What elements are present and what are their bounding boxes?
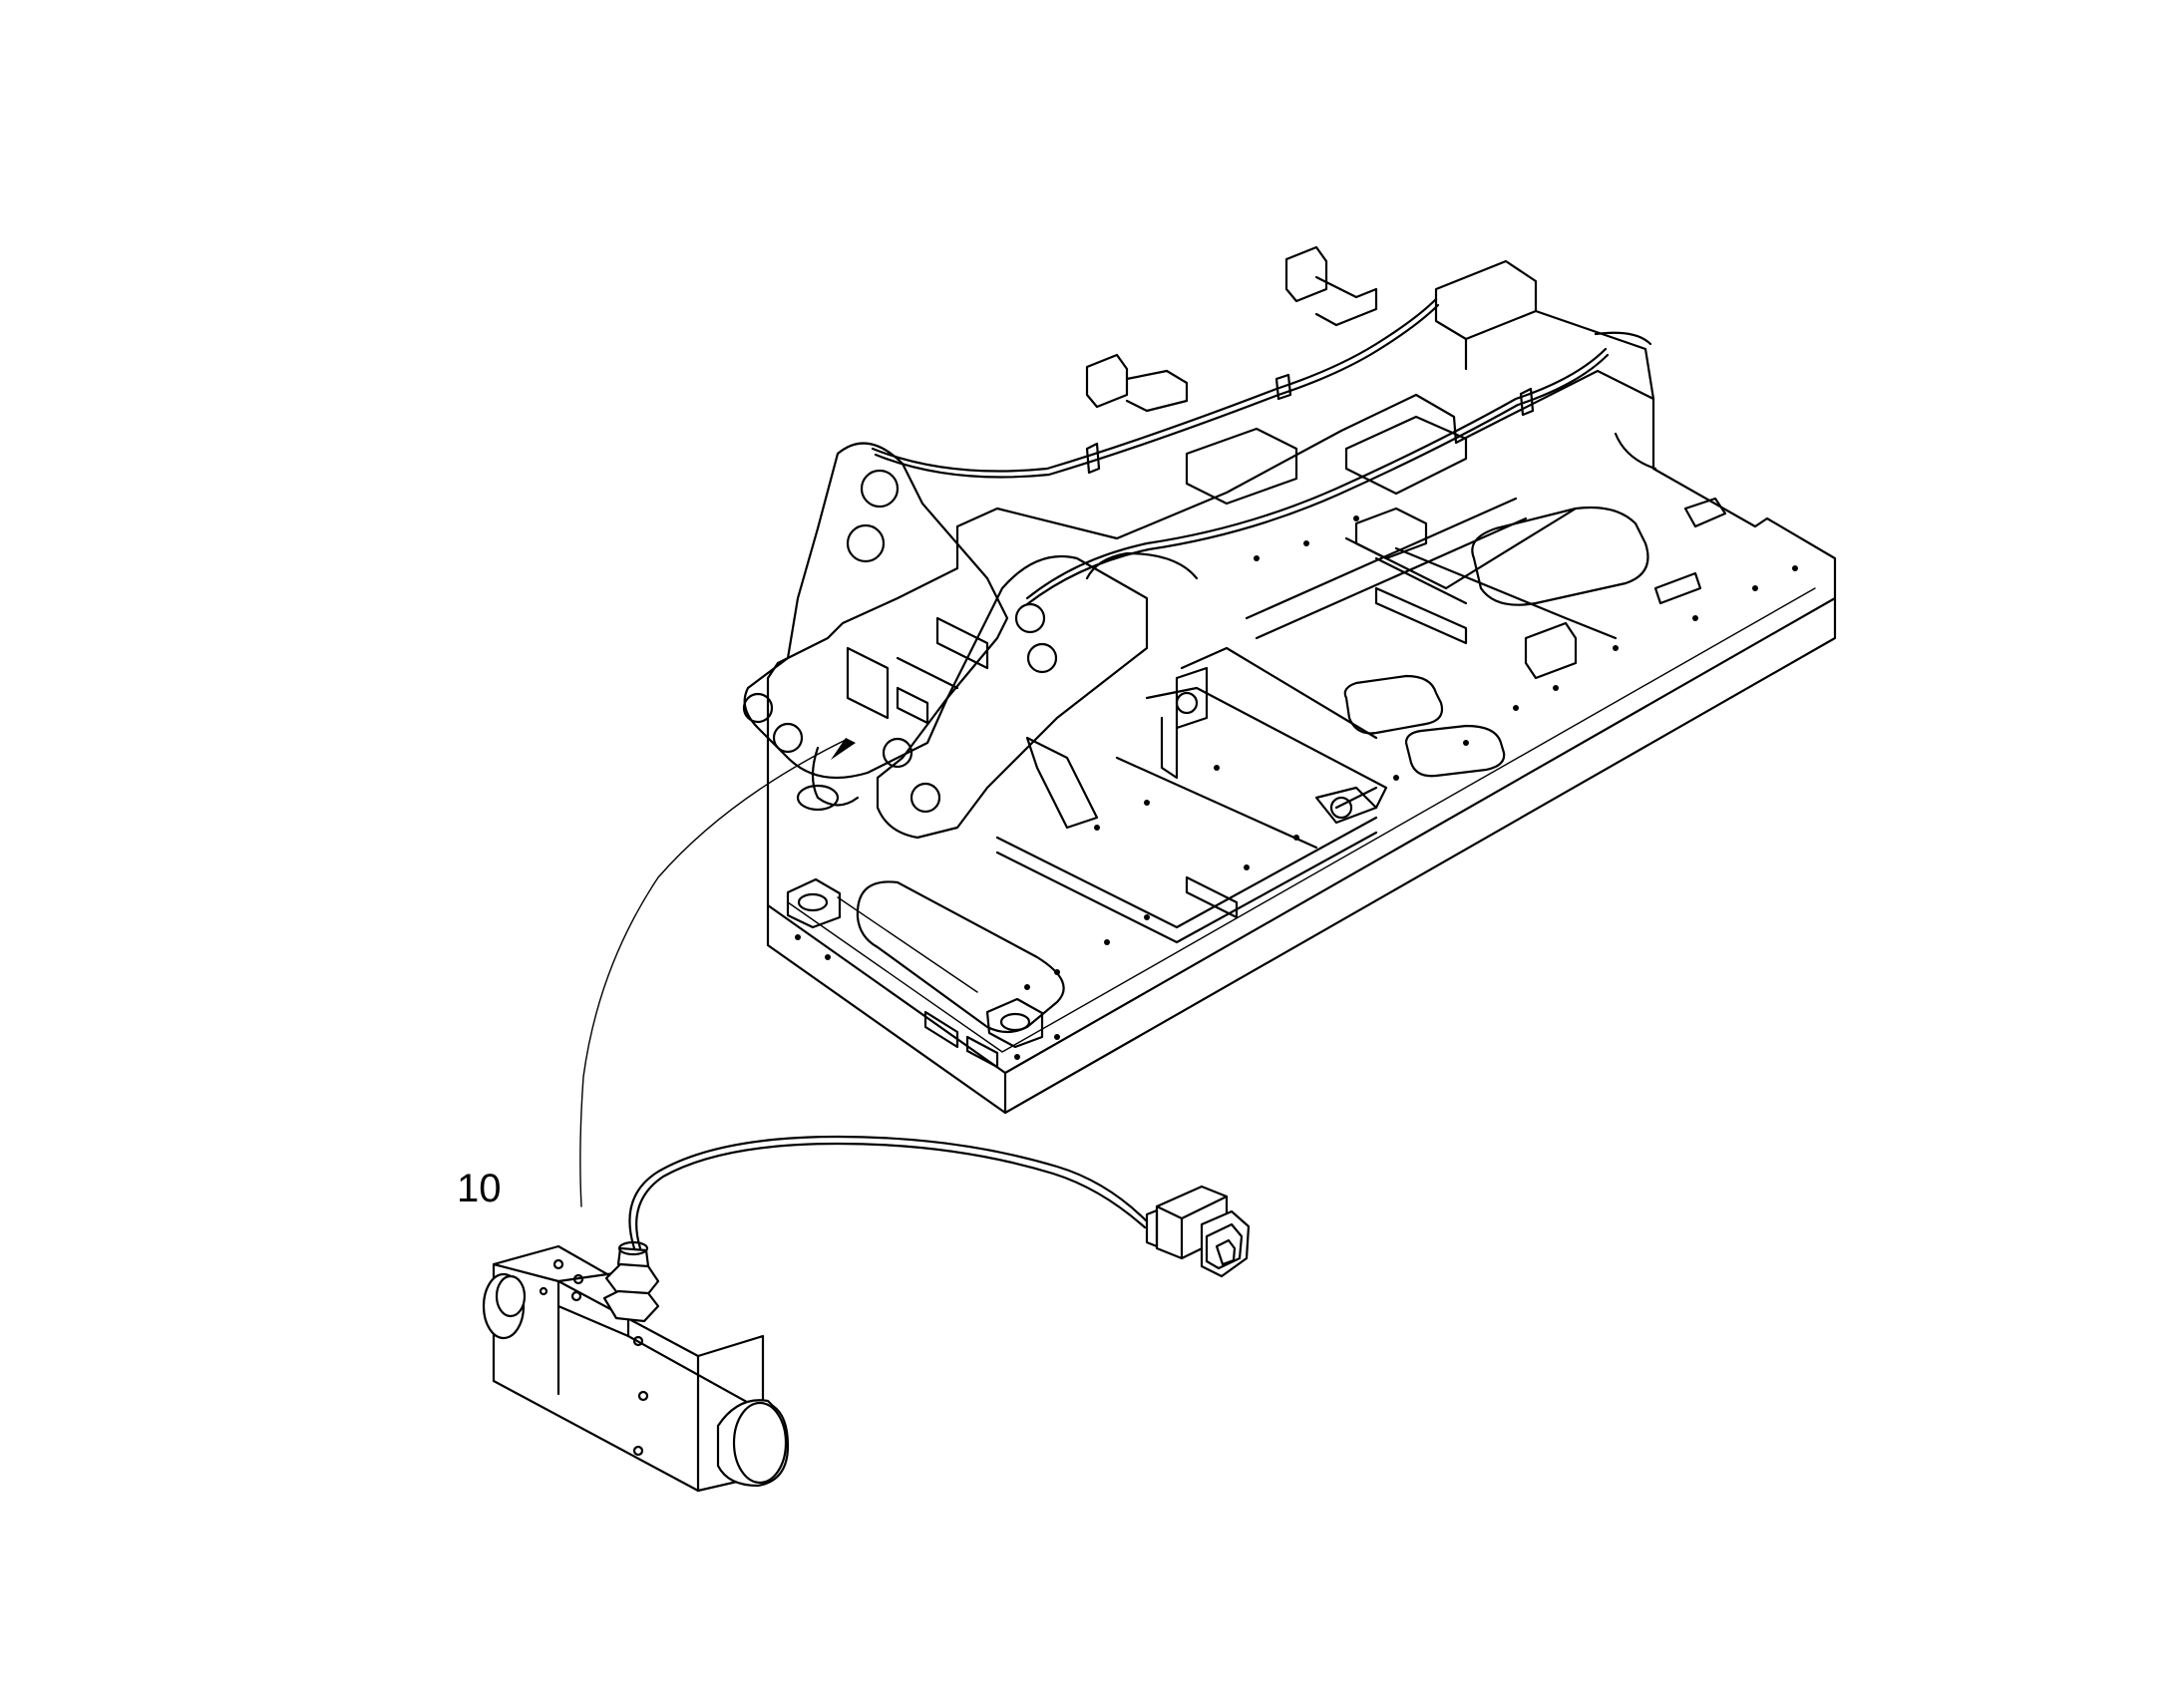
pointer-arrow-head: [831, 738, 856, 760]
bolt-holes: [795, 515, 1798, 1060]
right-tower: [876, 554, 1149, 840]
valve-end-cap: [716, 1399, 790, 1488]
rear-window-2: [1343, 674, 1444, 735]
sensor-cable: [628, 1135, 1149, 1250]
chassis-frame: [766, 259, 1837, 1115]
rear-window-1: [1471, 506, 1649, 606]
frame-outline: [766, 369, 1837, 1075]
left-tower: [743, 442, 1009, 780]
front-left-window: [856, 880, 1065, 1034]
frame-harness: [871, 245, 1727, 919]
boom-mount: [742, 442, 1149, 840]
rear-box: [1434, 259, 1538, 341]
callout-label: 10: [457, 1167, 502, 1210]
component-solenoid-valve: [482, 1185, 1251, 1493]
leader-line: [579, 739, 847, 1207]
